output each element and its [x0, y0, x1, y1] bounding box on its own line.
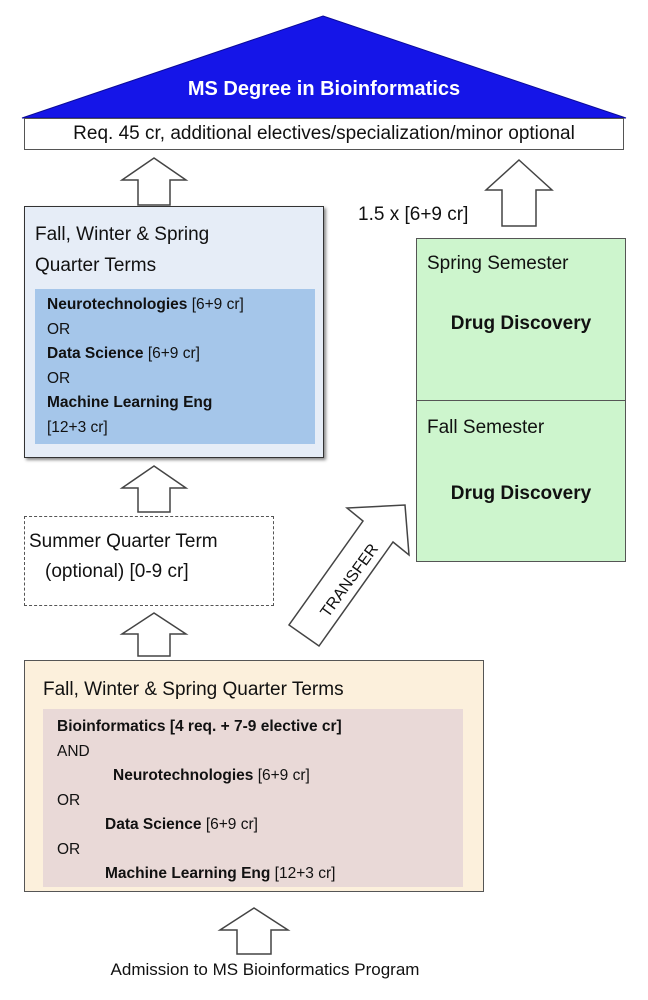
spring-semester-panel: Spring Semester Drug Discovery	[416, 238, 626, 400]
lower-track-data-science-credits: [6+9 cr]	[205, 816, 258, 833]
lower-core-bioinformatics: Bioinformatics [4 req. + 7-9 elective cr…	[57, 718, 342, 735]
lower-and: AND	[57, 742, 90, 760]
degree-requirement: Req. 45 cr, additional electives/special…	[24, 118, 624, 150]
degree-title: MS Degree in Bioinformatics	[187, 78, 461, 100]
lower-track-ml-eng-credits: [12+3 cr]	[274, 865, 336, 882]
lower-quarter-panel: Fall, Winter & Spring Quarter Terms Bioi…	[24, 660, 484, 892]
upper-or-1: OR	[47, 320, 71, 338]
transfer-arrow	[287, 504, 410, 648]
spring-semester-course: Drug Discovery	[450, 313, 592, 334]
lower-quarter-title: Fall, Winter & Spring Quarter Terms	[43, 679, 344, 700]
arrow-semester-to-degree	[484, 158, 554, 227]
upper-track-ml-eng-credits: [12+3 cr]	[47, 418, 108, 436]
multiplier-label: 1.5 x [6+9 cr]	[358, 204, 469, 225]
lower-track-data-science: Data Science	[105, 816, 202, 833]
admission-label: Admission to MS Bioinformatics Program	[110, 960, 420, 979]
upper-quarter-title-line2: Quarter Terms	[35, 255, 157, 276]
lower-track-neurotech-credits: [6+9 cr]	[257, 767, 310, 784]
lower-track-neurotech: Neurotechnologies	[113, 767, 254, 784]
upper-quarter-title-line1: Fall, Winter & Spring	[35, 224, 210, 245]
upper-track-ml-eng: Machine Learning Eng	[47, 394, 213, 411]
upper-quarter-panel: Fall, Winter & Spring Quarter Terms Neur…	[24, 206, 324, 458]
lower-track-options: Bioinformatics [4 req. + 7-9 elective cr…	[43, 709, 463, 887]
summer-quarter-panel: Summer Quarter Term (optional) [0-9 cr]	[24, 516, 274, 606]
fall-semester-course: Drug Discovery	[450, 483, 592, 504]
summer-quarter-title: Summer Quarter Term	[29, 531, 218, 552]
arrow-admission-to-lower	[217, 907, 291, 955]
upper-track-neurotech: Neurotechnologies	[47, 296, 188, 313]
upper-track-options: Neurotechnologies [6+9 cr] OR Data Scien…	[35, 289, 315, 444]
lower-or-2: OR	[57, 840, 81, 858]
spring-semester-title: Spring Semester	[427, 253, 569, 274]
arrow-upper-to-degree	[119, 157, 189, 206]
upper-track-neurotech-credits: [6+9 cr]	[191, 296, 244, 313]
arrow-lower-to-summer	[119, 612, 189, 657]
upper-track-data-science: Data Science	[47, 345, 144, 362]
lower-track-ml-eng: Machine Learning Eng	[105, 865, 271, 882]
fall-semester-panel: Fall Semester Drug Discovery	[416, 400, 626, 562]
degree-roof	[21, 15, 627, 119]
lower-or-1: OR	[57, 791, 81, 809]
upper-or-2: OR	[47, 369, 71, 387]
arrow-summer-to-upper	[119, 465, 189, 513]
fall-semester-title: Fall Semester	[427, 417, 545, 438]
summer-quarter-credits: (optional) [0-9 cr]	[45, 561, 189, 582]
upper-track-data-science-credits: [6+9 cr]	[147, 345, 200, 362]
